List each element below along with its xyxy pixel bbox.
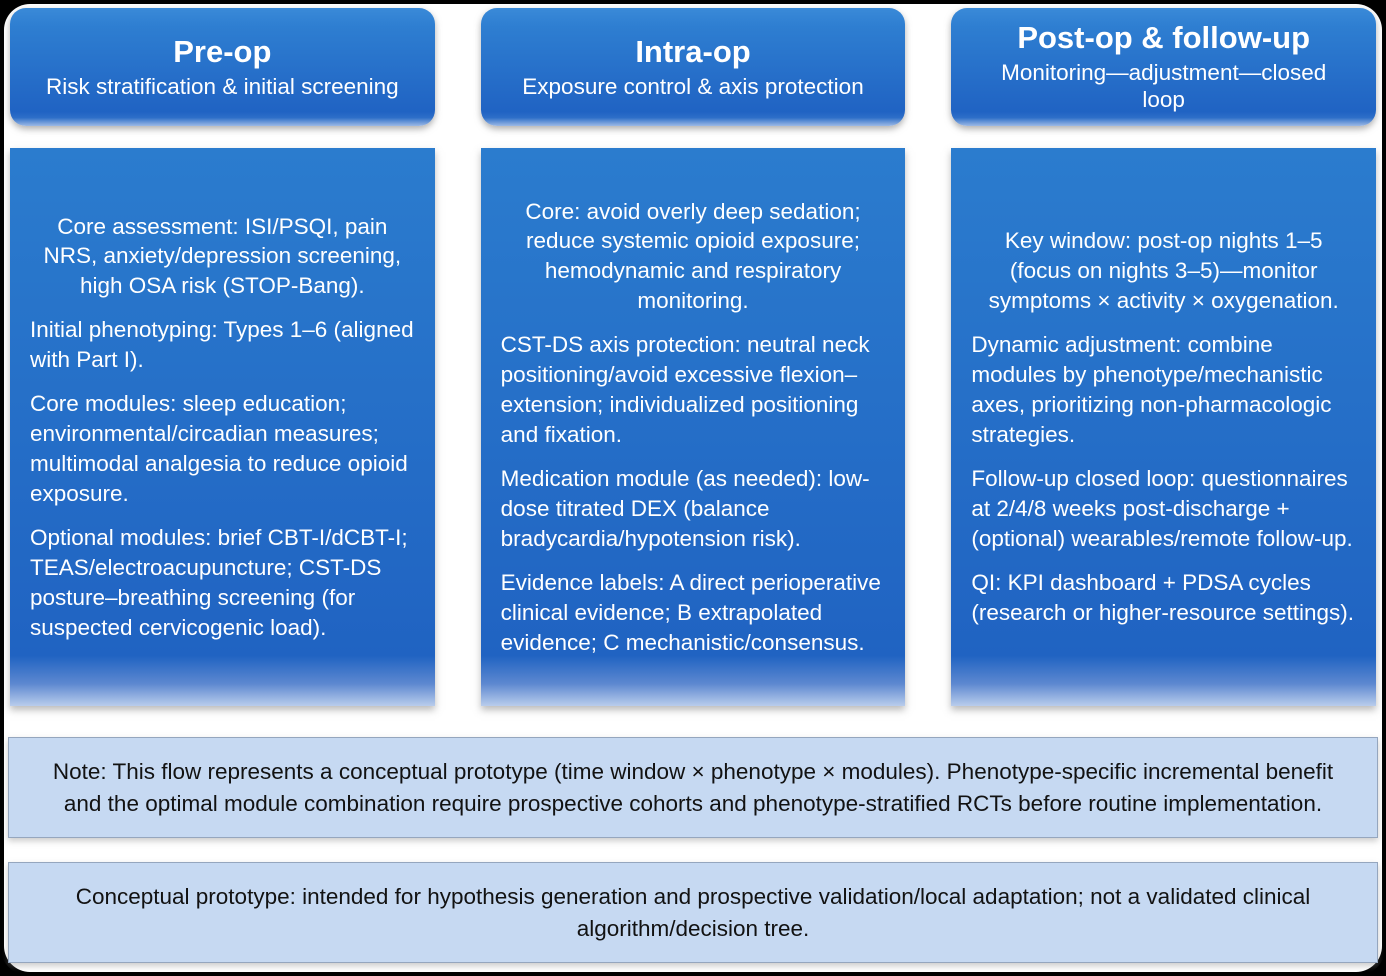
column-post-op: Post-op & follow-up Monitoring—adjustmen…: [951, 8, 1377, 706]
pre-op-paragraph: Core modules: sleep education; environme…: [30, 391, 408, 506]
intra-op-paragraph: CST-DS axis protection: neutral neck pos…: [500, 332, 870, 447]
post-op-header-card: Post-op & follow-up Monitoring—adjustmen…: [951, 8, 1377, 126]
post-op-body-card: Key window: post-op nights 1–5 (focus on…: [951, 148, 1377, 706]
pathway-columns: Pre-op Risk stratification & initial scr…: [10, 8, 1377, 706]
pre-op-header-card: Pre-op Risk stratification & initial scr…: [10, 8, 435, 126]
pre-op-paragraph: Optional modules: brief CBT-I/dCBT-I; TE…: [30, 524, 408, 640]
note-conceptual-flow: Note: This flow represents a conceptual …: [8, 737, 1378, 838]
intra-op-title: Intra-op: [635, 33, 751, 69]
pre-op-paragraph: Core assessment: ISI/PSQI, pain NRS, anx…: [43, 213, 402, 299]
note-disclaimer: Conceptual prototype: intended for hypot…: [8, 862, 1378, 963]
post-op-subtitle: Monitoring—adjustment—closed loop: [1001, 59, 1327, 113]
intra-op-subtitle: Exposure control & axis protection: [522, 73, 864, 99]
pre-op-subtitle: Risk stratification & initial screening: [46, 73, 399, 99]
pre-op-body-card: Core assessment: ISI/PSQI, pain NRS, anx…: [10, 148, 435, 706]
post-op-title: Post-op & follow-up: [1017, 20, 1311, 56]
post-op-paragraph: Follow-up closed loop: questionnaires at…: [971, 465, 1353, 551]
post-op-paragraph: Dynamic adjustment: combine modules by p…: [971, 332, 1332, 447]
intra-op-paragraph: Core: avoid overly deep sedation; reduce…: [525, 198, 861, 314]
intra-op-header-card: Intra-op Exposure control & axis protect…: [480, 8, 906, 126]
post-op-paragraph: QI: KPI dashboard + PDSA cycles (researc…: [971, 569, 1354, 625]
post-op-paragraph: Key window: post-op nights 1–5 (focus on…: [988, 228, 1339, 314]
note-disclaimer-text: Conceptual prototype: intended for hypot…: [75, 884, 1311, 941]
column-intra-op: Intra-op Exposure control & axis protect…: [480, 8, 906, 706]
pre-op-title: Pre-op: [173, 33, 272, 69]
intra-op-body-card: Core: avoid overly deep sedation; reduce…: [480, 148, 906, 706]
intra-op-paragraph: Medication module (as needed): low-dose …: [500, 465, 870, 551]
column-pre-op: Pre-op Risk stratification & initial scr…: [10, 8, 435, 706]
note-conceptual-flow-text: Note: This flow represents a conceptual …: [52, 759, 1334, 816]
intra-op-paragraph: Evidence labels: A direct perioperative …: [500, 569, 881, 655]
pre-op-paragraph: Initial phenotyping: Types 1–6 (aligned …: [30, 317, 414, 373]
